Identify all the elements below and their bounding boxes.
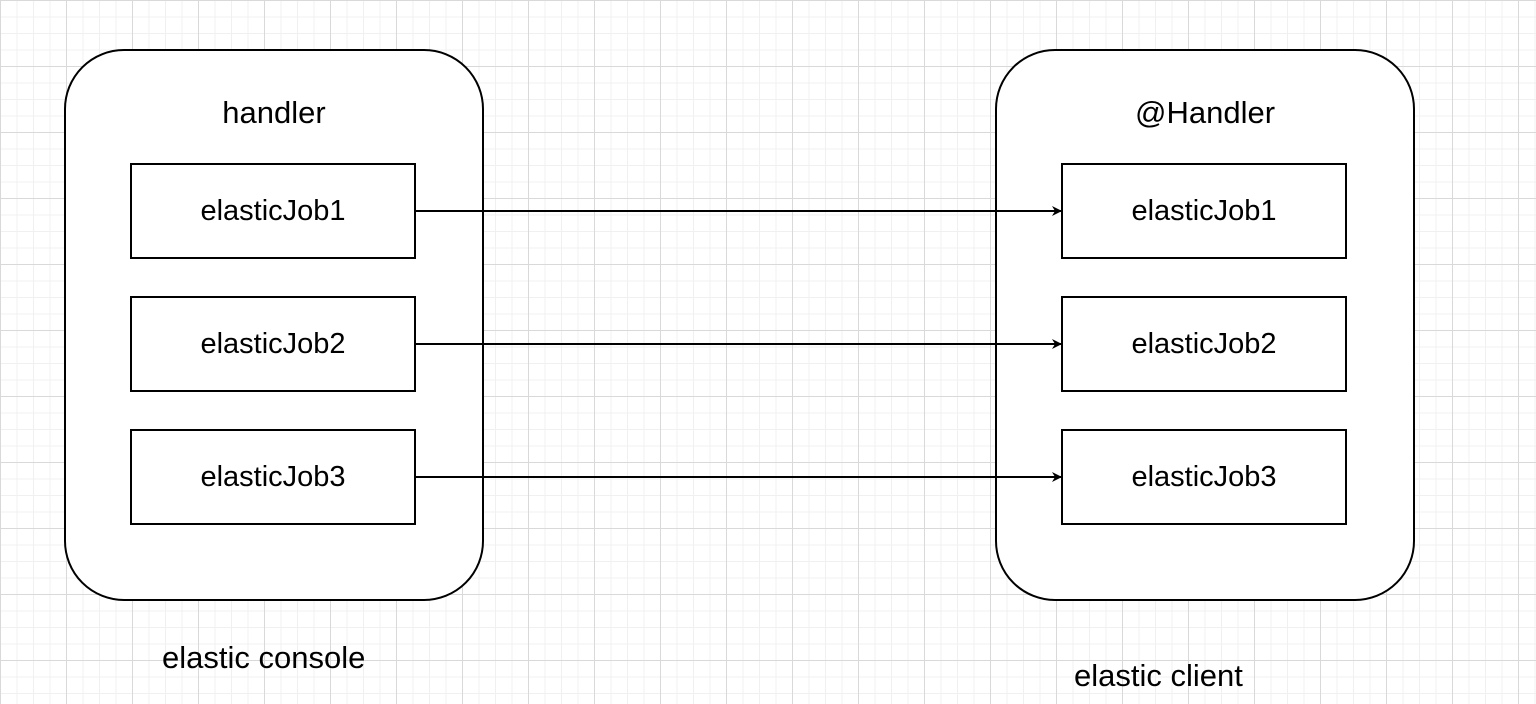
- left-container-title: handler: [222, 95, 326, 130]
- right-job-box-1: elasticJob1: [1061, 163, 1347, 259]
- right-container-title: @Handler: [1134, 95, 1276, 130]
- left-job-box-3: elasticJob3: [130, 429, 416, 525]
- right-job-box-3: elasticJob3: [1061, 429, 1347, 525]
- elastic-console-caption: elastic console: [162, 640, 366, 675]
- left-job-box-2: elasticJob2: [130, 296, 416, 392]
- left-job-box-1: elasticJob1: [130, 163, 416, 259]
- elastic-client-caption: elastic client: [1074, 658, 1243, 693]
- right-job-box-2: elasticJob2: [1061, 296, 1347, 392]
